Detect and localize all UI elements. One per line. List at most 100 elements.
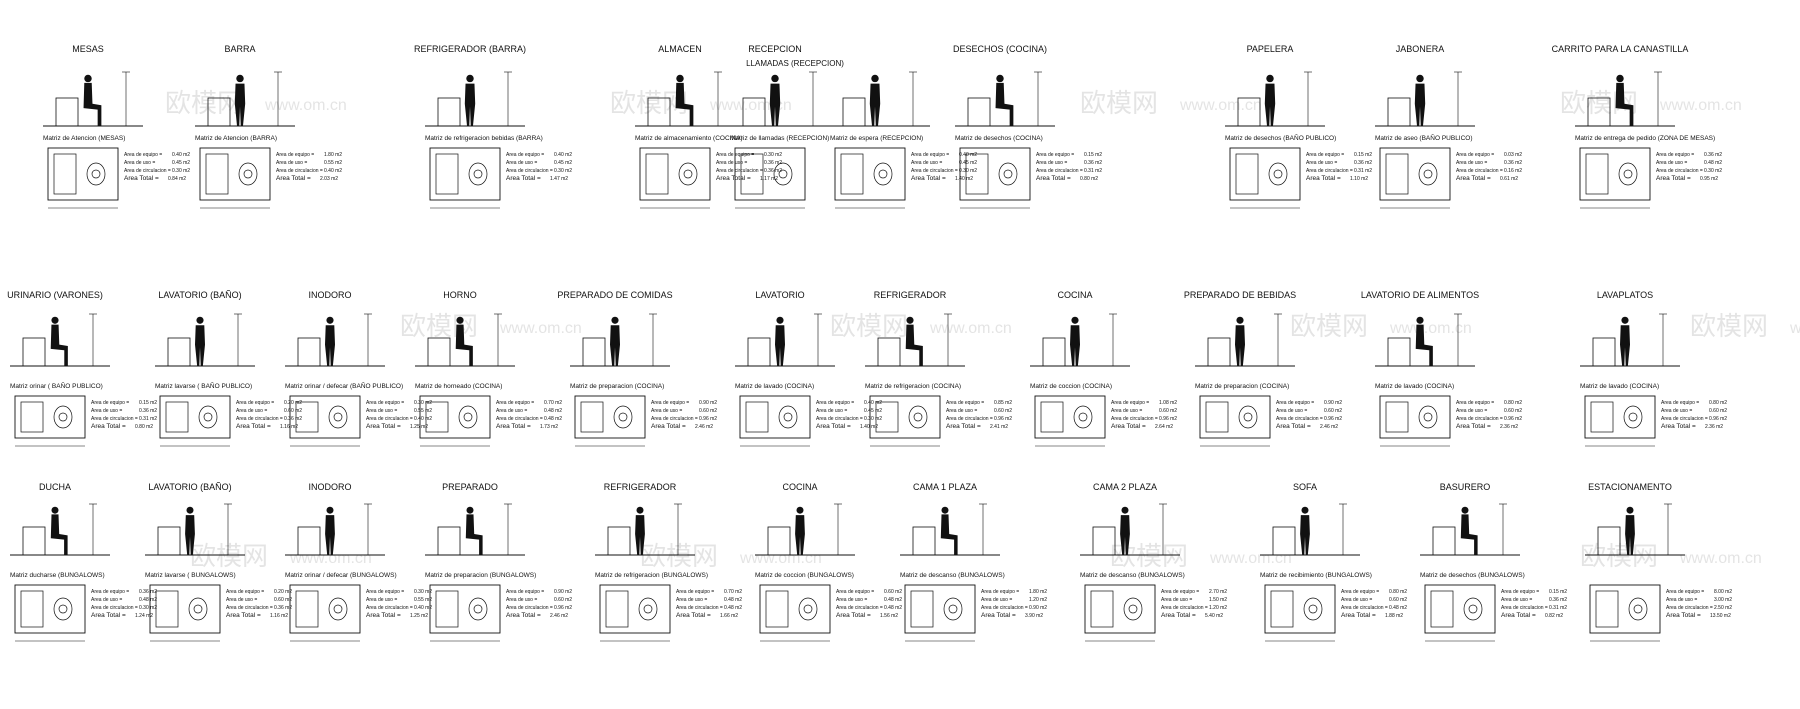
- area-value: 0.48 m2: [884, 597, 902, 603]
- plan-head-top: [1003, 169, 1013, 179]
- area-label: Area de uso =: [911, 160, 942, 166]
- plan-head-top: [1078, 412, 1088, 422]
- area-value: 0.80 m2: [1080, 176, 1098, 182]
- area-label: Area Total =: [124, 175, 159, 182]
- matrix-caption: Matriz de espera (RECEPCION): [830, 135, 923, 142]
- area-value: 0.36 m2: [764, 160, 782, 166]
- area-label: Area de uso =: [651, 408, 682, 414]
- block-title: COCINA: [1057, 290, 1092, 300]
- area-value: 2.36 m2: [1705, 424, 1723, 430]
- plan-equipment: [155, 590, 179, 628]
- area-label: Area de uso =: [676, 597, 707, 603]
- area-label: Area de circulacion =: [1276, 416, 1323, 422]
- area-label: Area de circulacion =: [276, 168, 323, 174]
- plan-head-top: [913, 412, 923, 422]
- person-body: [325, 325, 335, 366]
- person-head: [196, 316, 204, 324]
- area-label: Area Total =: [1661, 423, 1696, 430]
- plan-head-top: [463, 412, 473, 422]
- plan-equipment: [1585, 153, 1609, 195]
- watermark-url: www.om.cn: [1179, 97, 1262, 114]
- plan-equipment: [580, 401, 604, 433]
- person-head: [1236, 316, 1244, 324]
- area-label: Area de uso =: [366, 597, 397, 603]
- area-value: 2.46 m2: [550, 613, 568, 619]
- person-body: [1615, 82, 1634, 126]
- person-head: [1621, 316, 1629, 324]
- matrix-caption: Matriz de almacenamiento (COCINA): [635, 135, 743, 142]
- block-title: LAVATORIO DE ALIMENTOS: [1361, 290, 1479, 300]
- plan-person-top: [943, 597, 963, 621]
- plan-head-top: [783, 412, 793, 422]
- plan-person-top: [1623, 405, 1643, 429]
- area-value: 0.60 m2: [274, 597, 292, 603]
- matrix-caption: Matriz de coccion (BUNGALOWS): [755, 572, 854, 579]
- watermark-url: www.om.cn: [264, 97, 347, 114]
- furniture-elevation: [767, 526, 791, 556]
- area-value: 13.50 m2: [1710, 613, 1731, 619]
- watermark-url: www.om.cn: [929, 320, 1012, 337]
- area-value: 0.55 m2: [414, 597, 432, 603]
- area-value: 3.00 m2: [1714, 597, 1732, 603]
- area-value: 0.48 m2: [1704, 160, 1722, 166]
- plan-head-top: [1243, 412, 1253, 422]
- watermark-url: www.om.cn: [1659, 97, 1742, 114]
- matrix-caption: Matriz de desechos (BUNGALOWS): [1420, 572, 1525, 579]
- person-head: [771, 74, 779, 83]
- furniture-elevation: [1587, 97, 1611, 127]
- area-label: Area de equipo =: [91, 400, 129, 406]
- person-head: [186, 506, 194, 514]
- area-value: 0.30 m2: [764, 152, 782, 158]
- area-value: 0.15 m2: [139, 400, 157, 406]
- plan-equipment: [1205, 401, 1229, 433]
- furniture-elevation: [1042, 337, 1066, 367]
- matrix-caption: Matriz de preparacion (COCINA): [570, 383, 664, 390]
- area-label: Area de equipo =: [946, 400, 984, 406]
- area-value: 1.17 m2: [760, 176, 778, 182]
- plan-equipment: [53, 153, 77, 195]
- block-title: JABONERA: [1396, 44, 1445, 54]
- area-label: Area Total =: [946, 423, 981, 430]
- plan-person-top: [1073, 405, 1093, 429]
- area-value: 0.36 m2: [1704, 152, 1722, 158]
- area-label: Area de equipo =: [676, 589, 714, 595]
- person-body: [1620, 325, 1630, 366]
- block-subtitle: LLAMADAS (RECEPCION): [746, 59, 844, 68]
- furniture-elevation: [22, 526, 46, 556]
- block-title: REFRIGERADOR: [604, 482, 677, 492]
- area-label: Area de circulacion =: [981, 605, 1028, 611]
- area-label: Area de equipo =: [816, 400, 854, 406]
- area-label: Area de equipo =: [496, 400, 534, 406]
- plan-outline: [47, 147, 119, 201]
- plan-equipment: [1385, 401, 1409, 433]
- area-label: Area Total =: [91, 423, 126, 430]
- area-label: Area de circulacion =: [1656, 168, 1703, 174]
- plan-equipment: [1040, 401, 1064, 433]
- block-title: PREPARADO DE COMIDAS: [557, 290, 672, 300]
- area-value: 0.30 m2: [554, 168, 572, 174]
- area-value: 0.48 m2: [724, 605, 742, 611]
- person-body: [464, 83, 476, 126]
- area-label: Area de uso =: [124, 160, 155, 166]
- area-value: 2.46 m2: [695, 424, 713, 430]
- plan-equipment: [295, 590, 319, 628]
- plan-head-top: [333, 412, 343, 422]
- plan-person-top: [1418, 162, 1438, 186]
- furniture-elevation: [157, 526, 181, 556]
- plan-outline: [1034, 395, 1106, 439]
- area-label: Area de circulacion =: [836, 605, 883, 611]
- area-label: Area de circulacion =: [1661, 416, 1708, 422]
- person-head: [906, 316, 914, 324]
- plan-outline: [639, 147, 711, 201]
- area-label: Area de equipo =: [1666, 589, 1704, 595]
- block-title: PREPARADO DE BEBIDAS: [1184, 290, 1296, 300]
- area-value: 1.20 m2: [1029, 597, 1047, 603]
- area-value: 0.60 m2: [554, 597, 572, 603]
- area-value: 1.16 m2: [280, 424, 298, 430]
- plan-equipment: [20, 590, 44, 628]
